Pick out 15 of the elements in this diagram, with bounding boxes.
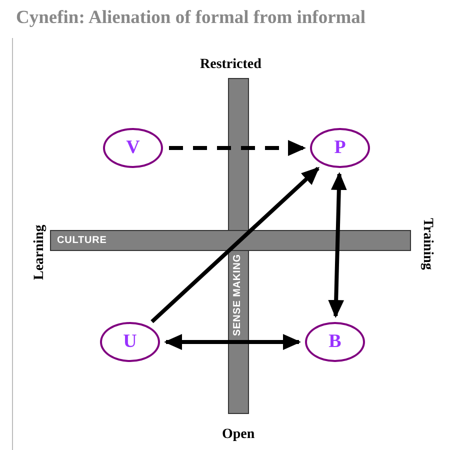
node-label: P [334, 137, 346, 159]
arrow [328, 172, 347, 318]
axis-label: Learning [33, 224, 47, 280]
arrow [169, 140, 306, 156]
node-label: U [123, 331, 137, 353]
node-label: V [126, 137, 140, 159]
arrow [164, 334, 301, 350]
node-label: B [328, 331, 342, 353]
title: Cynefin: Alienation of formal from informal [16, 8, 366, 29]
band-label: SENSE MAKING [233, 254, 243, 336]
band-label: CULTURE [57, 236, 107, 246]
axis-label: Open [222, 428, 255, 442]
axis-label: Restricted [200, 58, 262, 72]
arrow [150, 166, 320, 324]
axis-label: Training [420, 218, 434, 270]
